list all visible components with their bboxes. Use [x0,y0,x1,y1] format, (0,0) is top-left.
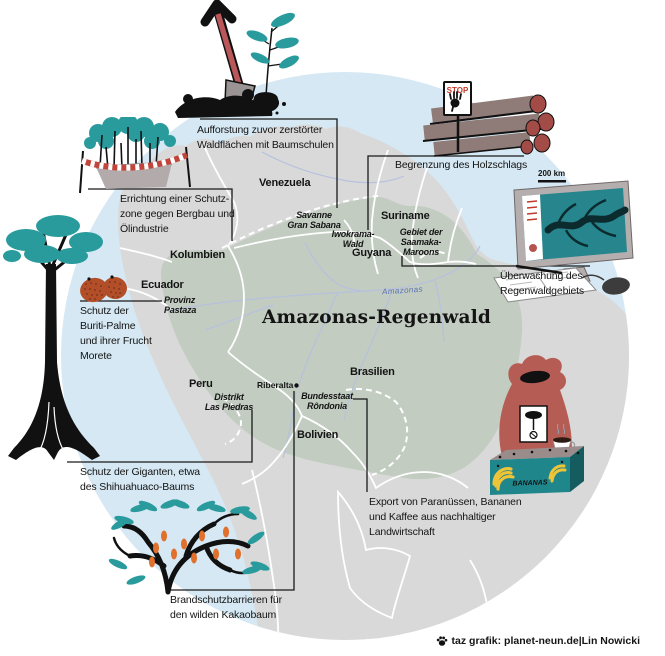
annotation-ueberwachung: Überwachung des Regenwaldgebiets [500,269,584,299]
scale-label: 200 km [538,169,566,178]
annotation-line: Schutz der [80,305,129,317]
country-label-guyana: Guyana [352,247,392,259]
country-label-kolumbien: Kolumbien [170,249,226,261]
country-label-peru: Peru [189,378,213,390]
region-label-rondonia: Bundesstaat Rôndonia [301,391,353,411]
callout-aufforstung [200,118,338,208]
kapok-tree-icon [3,215,103,460]
annotation-giganten: Schutz der Giganten, etwa des Shihuahuac… [80,465,200,495]
region-label-iwokrama: Iwokrama- Wald [331,229,375,249]
credit-text: taz grafik: planet-neun.de|Lin Nowicki [451,635,640,647]
callout-giganten [67,410,253,463]
computer-monitor-icon [513,180,634,284]
giant-tree-illustration [3,215,103,460]
riberalta-city-dot [294,383,299,388]
annotation-line: den wilden Kakaobaum [170,609,277,621]
callout-errichtung [88,188,233,241]
country-label-brasilien: Brasilien [350,366,395,378]
annotation-line: des Shihuahuaco-Baums [80,481,195,493]
annotation-line: Überwachung des [500,270,583,282]
annotation-line: Landwirtschaft [369,526,435,538]
country-label-venezuela: Venezuela [259,177,311,189]
annotation-line: und ihrer Frucht [80,335,152,347]
region-label-gran-sabana: Savanne Gran Sabana [287,210,341,230]
annotation-line: Schutz der Giganten, etwa [80,466,200,478]
protection-zone-illustration [79,117,191,194]
annotation-line: und Kaffee aus nachhaltiger [369,511,496,523]
stop-sign-icon: STOP [443,81,472,152]
annotation-line: Waldflächen mit Baumschulen [197,139,334,151]
annotation-export: Export von Paranüssen, Bananen und Kaffe… [369,495,522,540]
annotation-line: Export von Paranüssen, Bananen [369,496,522,508]
cacao-tree-illustration [108,499,270,595]
annotation-line: Aufforstung zuvor zerstörter [197,124,323,136]
country-label-bolivien: Bolivien [297,429,339,441]
annotation-line: Buriti-Palme [80,320,136,332]
buriti-fruit-illustration [80,275,127,303]
dashed-boundaries [221,195,447,476]
city-label-riberalta: Riberalta [257,380,294,390]
seedling-icon [246,12,299,115]
annotation-line: zone gegen Bergbau und [120,208,235,220]
annotation-begrenzung: Begrenzung des Holzschlags [395,158,527,173]
annotation-line: Begrenzung des Holzschlags [395,159,528,171]
callout-begrenzung [367,155,524,230]
callout-brandschutz [167,391,295,591]
region-label-saamaka: Gebiet der Saamaka- Maroons [399,227,443,257]
annotation-line: Ölindustrie [120,223,169,235]
annotation-line: Errichtung einer Schutz- [120,193,230,205]
monitoring-workstation-illustration [493,180,634,303]
credit-line: taz grafik: planet-neun.de|Lin Nowicki [436,635,640,647]
annotation-line: Regenwaldgebiets [500,285,584,297]
country-label-suriname: Suriname [381,210,430,222]
region-label-pastaza: Provinz Pastaza [164,295,197,315]
annotation-brandschutz: Brandschutzbarrieren für den wilden Kaka… [170,593,282,623]
timber-logs [422,94,555,157]
country-label-ecuador: Ecuador [141,279,184,291]
export-goods-illustration: BANANAS [490,355,584,495]
banana-box-label: BANANAS [512,479,548,487]
map-title: Amazonas-Regenwald [262,307,492,328]
banana-box-icon: BANANAS [490,446,584,495]
annotation-buriti: Schutz der Buriti-Palme und ihrer Frucht… [80,304,152,364]
stop-sign-label: STOP [447,86,469,95]
country-borders [119,142,489,640]
pen-icon [515,264,563,275]
mouse-icon [602,277,630,295]
cacao-tree-icon [108,499,270,595]
annotation-line: Brandschutzbarrieren für [170,594,282,606]
buriti-fruits-icon [80,275,127,303]
region-label-las-piedras: Distrikt Las Piedras [204,392,254,412]
shovel-icon [175,0,273,118]
nut-sack-icon [499,355,572,456]
nursery-trees [84,117,176,180]
barrier-tape-icon [79,146,191,194]
timber-logs-illustration: STOP [422,81,555,157]
paw-icon [436,636,447,646]
callout-export [353,398,368,492]
rainforest-region [160,197,523,480]
notebook-and-mouse [493,264,630,303]
shovel-seedling-illustration [175,0,299,118]
scale-bar [538,180,566,183]
annotation-aufforstung: Aufforstung zuvor zerstörter Waldflächen… [197,123,334,153]
annotation-errichtung: Errichtung einer Schutz- zone gegen Berg… [120,192,235,237]
annotation-line: Morete [80,350,112,362]
